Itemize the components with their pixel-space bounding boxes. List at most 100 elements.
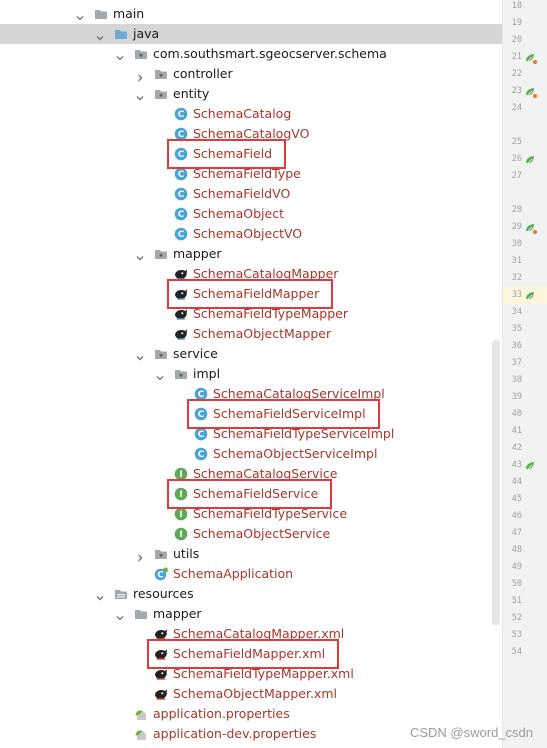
gutter-line: 47 bbox=[503, 525, 547, 542]
tree-row[interactable]: SchemaObjectMapper bbox=[0, 324, 502, 344]
tree-row[interactable]: application-dev.properties bbox=[0, 724, 502, 744]
tree-row[interactable]: C SchemaCatalog bbox=[0, 104, 502, 124]
bean-icon[interactable] bbox=[525, 154, 537, 165]
chevron-down-icon[interactable] bbox=[116, 50, 124, 61]
chevron-down-icon[interactable] bbox=[156, 370, 164, 381]
spring-properties-icon bbox=[134, 727, 148, 741]
tree-row[interactable]: SchemaFieldTypeMapper.xml bbox=[0, 664, 502, 684]
gutter-line: 22 bbox=[503, 66, 547, 83]
tree-row[interactable]: service bbox=[0, 344, 502, 364]
tree-row[interactable]: SchemaFieldMapper bbox=[0, 284, 502, 304]
class-icon: C bbox=[194, 447, 208, 461]
mybatis-xml-icon bbox=[154, 627, 168, 641]
tree-scrollbar[interactable] bbox=[492, 340, 500, 625]
gutter-line: 36 bbox=[503, 338, 547, 355]
resources-folder-icon bbox=[114, 587, 128, 601]
chevron-down-icon[interactable] bbox=[116, 610, 124, 621]
bean-icon[interactable] bbox=[525, 290, 537, 301]
tree-item-label: SchemaFieldTypeMapper.xml bbox=[173, 666, 354, 681]
interface-icon: I bbox=[174, 527, 188, 541]
tree-row[interactable]: java bbox=[0, 24, 502, 44]
svg-text:I: I bbox=[179, 490, 182, 500]
chevron-down-icon[interactable] bbox=[76, 10, 84, 21]
tree-row[interactable]: mapper bbox=[0, 604, 502, 624]
gutter-line: 48 bbox=[503, 542, 547, 559]
svg-text:C: C bbox=[198, 430, 205, 440]
chevron-right-icon[interactable] bbox=[136, 550, 144, 562]
line-number: 33 bbox=[511, 290, 522, 300]
tree-row[interactable]: C SchemaCatalogVO bbox=[0, 124, 502, 144]
tree-row[interactable]: C SchemaFieldTypeServiceImpl bbox=[0, 424, 502, 444]
tree-row[interactable]: entity bbox=[0, 84, 502, 104]
tree-row[interactable]: mapper bbox=[0, 244, 502, 264]
line-number: 34 bbox=[511, 307, 522, 317]
tree-item-label: entity bbox=[173, 86, 210, 101]
chevron-down-icon[interactable] bbox=[96, 590, 104, 601]
class-icon: C bbox=[174, 187, 188, 201]
gutter-line: 30 bbox=[503, 236, 547, 253]
mybatis-icon bbox=[174, 307, 188, 321]
tree-row[interactable]: SchemaFieldTypeMapper bbox=[0, 304, 502, 324]
bean-icon[interactable] bbox=[525, 86, 537, 98]
mybatis-icon bbox=[174, 287, 188, 301]
tree-item-label: SchemaCatalog bbox=[193, 106, 292, 121]
tree-row[interactable]: main bbox=[0, 4, 502, 24]
line-number: 28 bbox=[511, 205, 522, 215]
tree-row[interactable]: application.properties bbox=[0, 704, 502, 724]
line-number: 50 bbox=[511, 579, 522, 589]
line-number: 29 bbox=[511, 222, 522, 232]
tree-item-label: application-dev.properties bbox=[153, 726, 317, 741]
bean-icon[interactable] bbox=[525, 460, 537, 471]
tree-row[interactable]: SchemaCatalogMapper.xml bbox=[0, 624, 502, 644]
interface-icon: I bbox=[174, 487, 188, 501]
bean-icon[interactable] bbox=[525, 52, 537, 64]
line-number: 18 bbox=[511, 1, 522, 11]
tree-item-label: SchemaCatalogVO bbox=[193, 126, 310, 141]
gutter-line: 49 bbox=[503, 559, 547, 576]
tree-row[interactable]: resources bbox=[0, 584, 502, 604]
bean-icon[interactable] bbox=[525, 222, 537, 234]
tree-row[interactable]: com.southsmart.sgeocserver.schema bbox=[0, 44, 502, 64]
line-number: 51 bbox=[511, 596, 522, 606]
class-icon: C bbox=[174, 147, 188, 161]
tree-row[interactable]: SchemaCatalogMapper bbox=[0, 264, 502, 284]
gutter-line bbox=[503, 185, 547, 202]
tree-item-label: SchemaObjectVO bbox=[193, 226, 303, 241]
tree-row[interactable]: controller bbox=[0, 64, 502, 84]
line-number: 48 bbox=[511, 545, 522, 555]
gutter-line: 46 bbox=[503, 508, 547, 525]
tree-item-label: SchemaFieldTypeServiceImpl bbox=[213, 426, 395, 441]
chevron-right-icon[interactable] bbox=[136, 70, 144, 82]
gutter-line: 23 bbox=[503, 83, 547, 100]
tree-item-label: java bbox=[133, 26, 160, 41]
svg-text:C: C bbox=[178, 130, 185, 140]
gutter-line: 34 bbox=[503, 304, 547, 321]
tree-row[interactable]: impl bbox=[0, 364, 502, 384]
line-number: 44 bbox=[511, 477, 522, 487]
gutter-line: 35 bbox=[503, 321, 547, 338]
watermark: CSDN @sword_csdn bbox=[409, 725, 533, 740]
chevron-down-icon[interactable] bbox=[136, 250, 144, 261]
svg-text:C: C bbox=[178, 110, 185, 120]
chevron-down-icon[interactable] bbox=[136, 350, 144, 361]
tree-item-label: SchemaFieldTypeMapper bbox=[193, 306, 348, 321]
class-icon: C bbox=[174, 107, 188, 121]
chevron-down-icon[interactable] bbox=[96, 30, 104, 41]
tree-row[interactable]: utils bbox=[0, 544, 502, 564]
chevron-down-icon[interactable] bbox=[136, 90, 144, 101]
tree-row[interactable]: SchemaFieldMapper.xml bbox=[0, 644, 502, 664]
tree-row[interactable]: SchemaObjectMapper.xml bbox=[0, 684, 502, 704]
